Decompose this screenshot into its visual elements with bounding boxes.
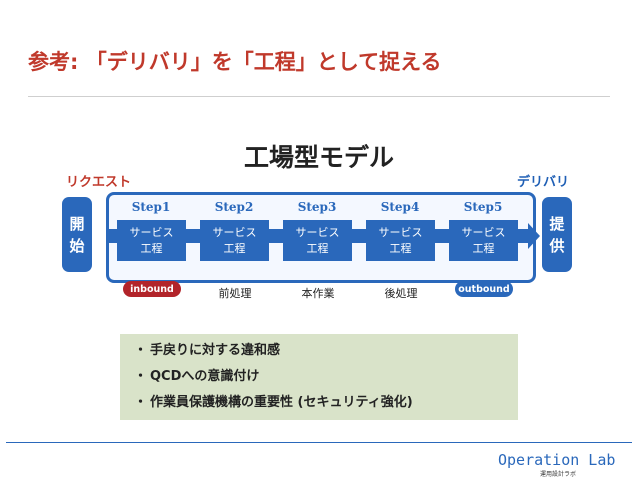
- brand-logo: Operation Lab: [498, 451, 616, 469]
- step-box-line2: 工程: [306, 241, 329, 255]
- delivery-label: デリバリ: [517, 175, 570, 190]
- phase-label: 前処理: [218, 287, 252, 300]
- bullet-icon: ・: [134, 369, 148, 384]
- step-label: Step2: [214, 200, 254, 214]
- bullet-text: 作業員保護機構の重要性 (セキュリティ強化): [150, 395, 413, 410]
- delivery-box-line1: 提: [549, 214, 565, 233]
- brand-subtitle: 運用設計ラボ: [540, 471, 577, 478]
- step-box-line1: サービス: [129, 225, 174, 239]
- step-box-line2: 工程: [223, 241, 246, 255]
- step-label: Step4: [380, 200, 420, 214]
- delivery-box-line2: 供: [549, 236, 565, 255]
- step-box: サービス 工程: [200, 220, 269, 261]
- start-box: 開 始: [62, 197, 92, 272]
- bullet-text: QCDへの意識付け: [150, 369, 260, 384]
- step-box: サービス 工程: [283, 220, 352, 261]
- list-item: ・手戻りに対する違和感: [134, 338, 518, 364]
- step-label: Step1: [131, 200, 171, 214]
- step-box-line2: 工程: [140, 241, 163, 255]
- list-item: ・QCDへの意識付け: [134, 364, 518, 390]
- list-item: ・作業員保護機構の重要性 (セキュリティ強化): [134, 390, 518, 416]
- start-box-line2: 始: [69, 236, 85, 255]
- step-box-line1: サービス: [461, 225, 506, 239]
- bullet-icon: ・: [134, 343, 148, 358]
- flow-arrow-head-icon: [528, 223, 540, 249]
- step-box: サービス 工程: [366, 220, 435, 261]
- request-label: リクエスト: [66, 175, 132, 190]
- model-title: 工場型モデル: [243, 143, 394, 172]
- step-box-line1: サービス: [212, 225, 257, 239]
- delivery-box: 提 供: [542, 197, 572, 272]
- step-box: サービス 工程: [449, 220, 518, 261]
- footer-divider: [6, 442, 632, 443]
- slide-title: 参考: 「デリバリ」を「工程」として捉える: [28, 50, 442, 74]
- step-box-line2: 工程: [472, 241, 495, 255]
- start-box-line1: 開: [69, 214, 85, 233]
- phase-label: 本作業: [301, 287, 335, 300]
- inbound-badge: inbound: [123, 281, 181, 297]
- outbound-badge: outbound: [455, 281, 513, 297]
- step-label: Step3: [297, 200, 337, 214]
- phase-label: 後処理: [384, 287, 418, 300]
- step-box: サービス 工程: [117, 220, 186, 261]
- step-label: Step5: [463, 200, 503, 214]
- step-box-line1: サービス: [378, 225, 423, 239]
- bullet-list: ・手戻りに対する違和感 ・QCDへの意識付け ・作業員保護機構の重要性 (セキュ…: [120, 334, 518, 420]
- title-divider: [28, 96, 610, 97]
- step-box-line2: 工程: [389, 241, 412, 255]
- bullet-text: 手戻りに対する違和感: [150, 343, 281, 358]
- step-box-line1: サービス: [295, 225, 340, 239]
- bullet-icon: ・: [134, 395, 148, 410]
